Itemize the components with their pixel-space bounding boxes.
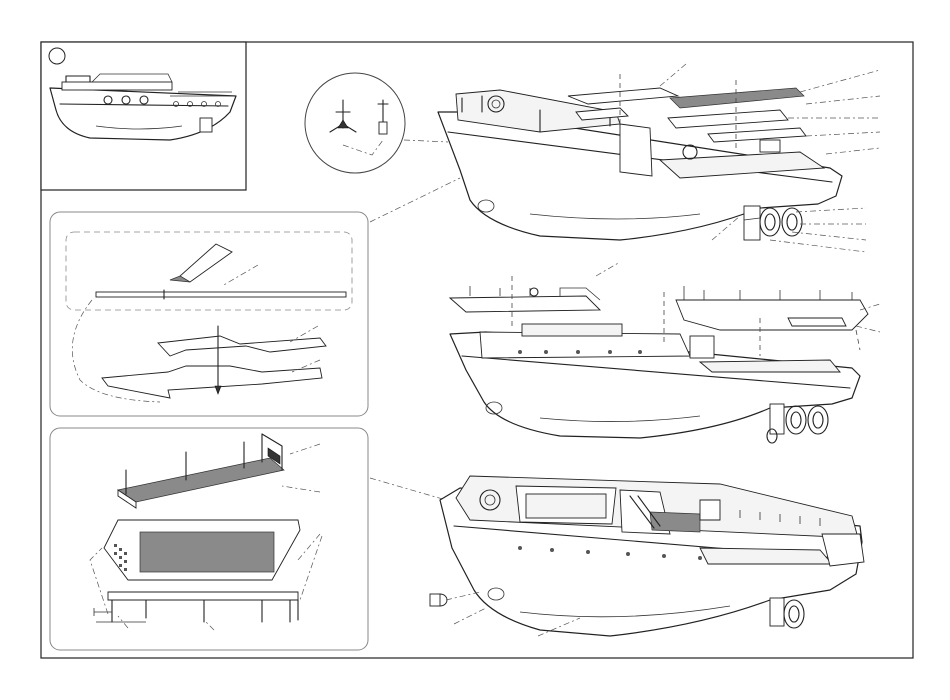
thruster-icon bbox=[767, 404, 828, 443]
ship-bottom-view bbox=[430, 476, 864, 636]
exploded-grating bbox=[670, 88, 804, 108]
thruster-icon bbox=[744, 206, 802, 240]
platform-support-beam bbox=[108, 592, 298, 600]
bow-thruster-cap-icon bbox=[430, 594, 447, 606]
leader-anchor-to-ship bbox=[404, 140, 448, 142]
parts-strip bbox=[96, 292, 346, 297]
exploded-plate-3 bbox=[668, 110, 788, 128]
anchor-detail-circle bbox=[305, 73, 405, 173]
platform-detail-panel bbox=[50, 428, 368, 650]
step-number-badge bbox=[49, 48, 65, 64]
thruster-icon bbox=[770, 598, 804, 628]
platform-flat-grating bbox=[140, 532, 274, 572]
ship-top-view bbox=[438, 74, 842, 240]
reference-view-panel bbox=[41, 42, 246, 190]
leader-platform-to-ship bbox=[370, 478, 446, 500]
ship-middle-view bbox=[450, 276, 868, 443]
exploded-plate-4 bbox=[708, 128, 806, 142]
leader-cutting-to-ship bbox=[370, 178, 460, 222]
exploded-bulwark-bow bbox=[450, 296, 600, 312]
exploded-plate-1 bbox=[568, 88, 678, 104]
anchor-detail bbox=[305, 73, 405, 173]
cutting-detail-panel bbox=[50, 212, 368, 416]
